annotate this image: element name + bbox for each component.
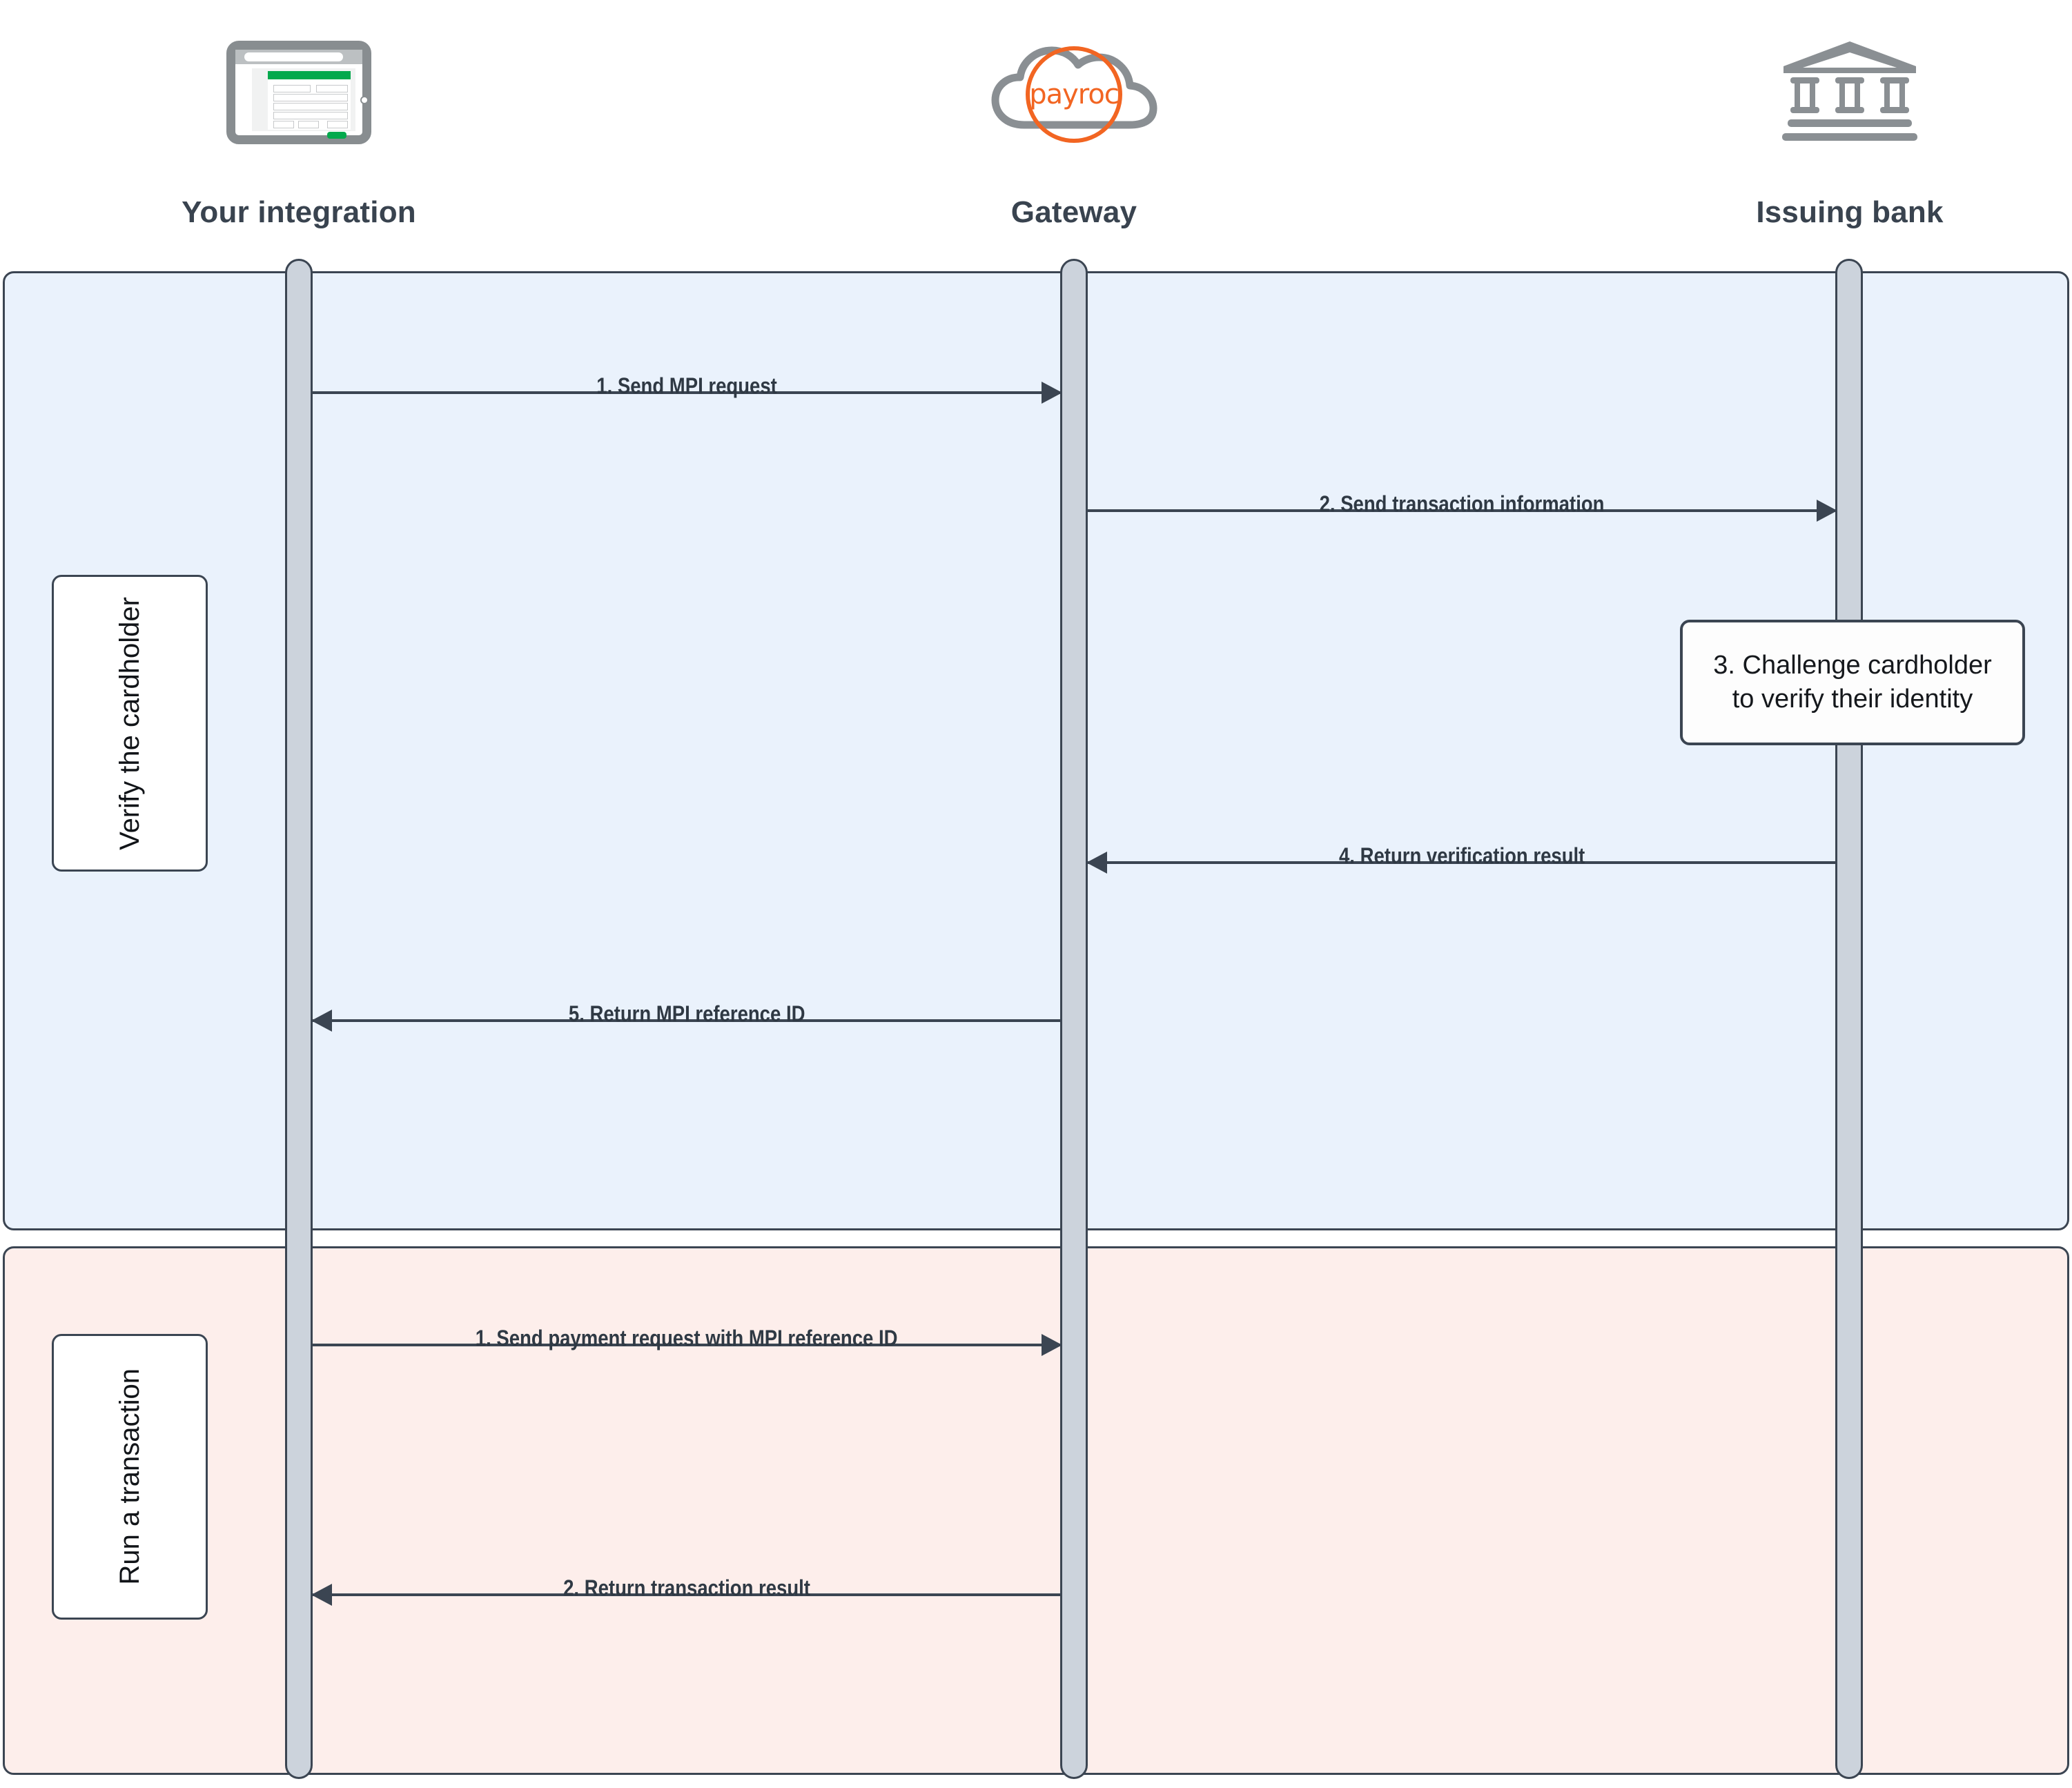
lifeline-your-integration [285,259,313,1779]
message-line [1087,509,1837,512]
message-label: 2. Send transaction information [1087,489,1837,518]
message-2-send-transaction-information: 2. Send transaction information [1087,491,1837,527]
section-run-a-transaction [3,1246,2069,1775]
arrowhead-left-icon [311,1010,332,1032]
arrowhead-right-icon [1042,1334,1062,1356]
message-5-return-mpi-reference-id: 5. Return MPI reference ID [311,1001,1062,1037]
message-text: 5. Return MPI reference ID [568,1001,805,1026]
message-line [312,1344,1062,1346]
note-3-challenge-cardholder: 3. Challenge cardholder to verify their … [1680,620,2025,745]
tablet-browser-icon [154,0,444,185]
message-text: 4. Return verification result [1338,843,1585,868]
message-text: 1. Send MPI request [596,373,777,398]
note-text: 3. Challenge cardholder to verify their … [1713,649,1992,716]
actor-label: Issuing bank [1756,195,1944,229]
message-line [312,391,1062,394]
message-1-send-mpi-request: 1. Send MPI request [312,373,1062,409]
message-label: 1. Send MPI request [312,371,1062,400]
arrowhead-left-icon [1086,852,1107,874]
section-label-text: Run a transaction [114,1368,145,1585]
actor-label: Gateway [1010,195,1137,229]
section-label-run-a-transaction: Run a transaction [52,1334,208,1620]
cloud-payroc-icon: payroc [929,0,1219,185]
section-verify-the-cardholder [3,271,2069,1230]
message-2-return-transaction-result: 2. Return transaction result [311,1575,1062,1611]
note-line-1: 3. Challenge cardholder [1713,651,1992,680]
message-line [312,1019,1062,1022]
message-text: 2. Return transaction result [563,1575,810,1600]
message-4-return-verification-result: 4. Return verification result [1086,843,1837,878]
lifeline-gateway [1060,259,1088,1779]
message-1-send-payment-request: 1. Send payment request with MPI referen… [312,1326,1062,1361]
note-line-2: to verify their identity [1732,685,1973,714]
payroc-ring [1026,46,1122,143]
message-label: 1. Send payment request with MPI referen… [312,1324,1062,1353]
message-text: 2. Send transaction information [1319,491,1605,516]
message-line [1087,861,1837,864]
section-label-verify-the-cardholder: Verify the cardholder [52,575,208,872]
message-line [312,1593,1062,1596]
actor-issuing-bank: Issuing bank [1705,0,1995,228]
bank-shape [1782,41,1917,141]
lifeline-issuing-bank [1835,259,1863,1779]
message-text: 1. Send payment request with MPI referen… [476,1326,898,1350]
arrowhead-right-icon [1817,500,1837,522]
bank-building-icon [1705,0,1995,185]
section-label-text: Verify the cardholder [114,596,145,850]
message-label: 4. Return verification result [1087,841,1837,870]
actor-label: Your integration [182,195,416,229]
arrowhead-right-icon [1042,382,1062,404]
message-label: 5. Return MPI reference ID [312,999,1062,1028]
arrowhead-left-icon [311,1584,332,1606]
actor-gateway: payroc Gateway [929,0,1219,228]
actor-your-integration: Your integration [154,0,444,228]
payroc-wordmark: payroc [1029,79,1120,110]
message-label: 2. Return transaction result [312,1573,1062,1602]
